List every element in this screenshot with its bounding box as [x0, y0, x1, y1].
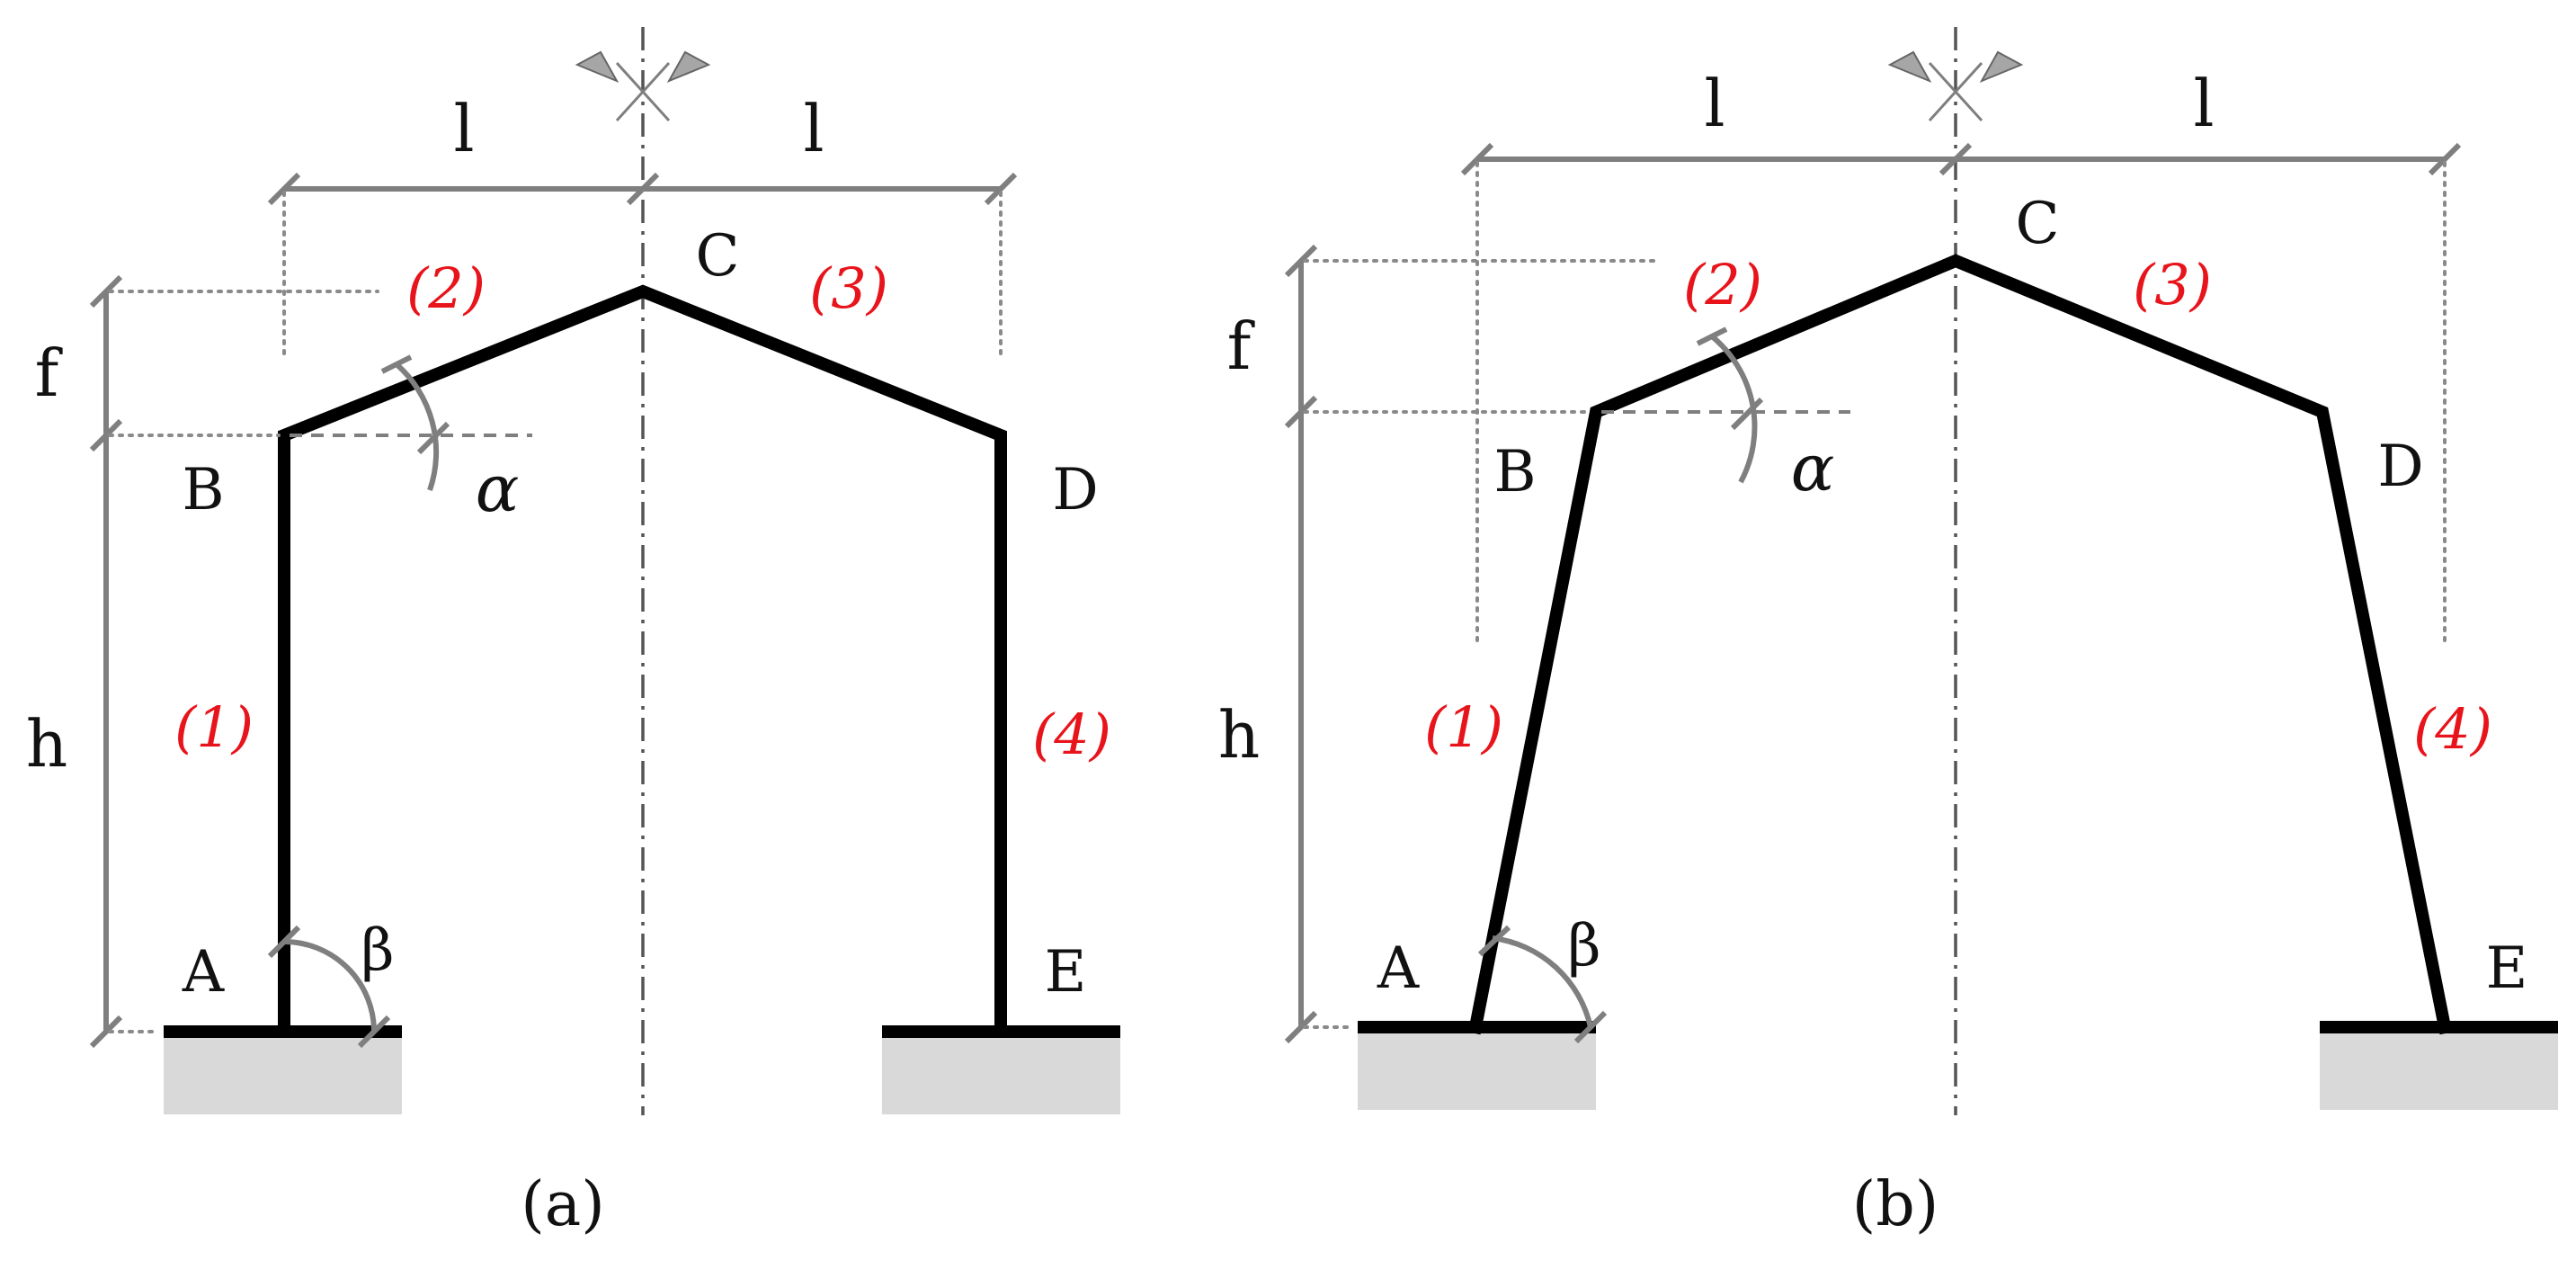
- label-h: h: [26, 706, 67, 782]
- member-1-label: (1): [1424, 694, 1503, 760]
- label-l-right: l: [2193, 66, 2214, 141]
- beta-arc: [1492, 935, 1593, 1028]
- node-d: D: [2377, 434, 2423, 500]
- panel-caption: (b): [1852, 1169, 1939, 1240]
- angle-alpha-label: α: [476, 451, 520, 526]
- node-a: A: [182, 939, 225, 1006]
- angle-beta-label: β: [361, 917, 395, 984]
- symmetry-icon: [1887, 50, 2024, 122]
- member-2-label: (2): [406, 255, 486, 321]
- support-right: [2320, 1027, 2558, 1110]
- panel-b: l l f h A B C D E (1) (2) (3) (4) α β (b…: [1218, 27, 2558, 1240]
- panel-a: l l f h A B C D E (1) (2) (3) (4) α β (a…: [26, 27, 1120, 1240]
- node-d: D: [1052, 457, 1098, 523]
- alpha-arc: [1710, 334, 1758, 484]
- support-right: [882, 1032, 1120, 1114]
- label-l-left: l: [453, 91, 474, 166]
- member-1-label: (1): [174, 694, 254, 760]
- node-a: A: [1377, 935, 1420, 1002]
- node-c: C: [696, 223, 740, 290]
- angle-alpha-label: α: [1791, 430, 1835, 505]
- member-4-label: (4): [2413, 696, 2492, 762]
- label-h: h: [1218, 697, 1260, 773]
- node-e: E: [1045, 939, 1087, 1006]
- frame-members: [278, 284, 1007, 1038]
- alpha-arc: [395, 362, 440, 491]
- symmetry-icon: [575, 50, 711, 122]
- node-c: C: [2016, 191, 2060, 257]
- node-e: E: [2486, 935, 2528, 1002]
- node-b: B: [182, 457, 224, 523]
- label-f: f: [1227, 309, 1255, 384]
- angle-beta-label: β: [1568, 913, 1601, 979]
- label-l-right: l: [803, 91, 824, 166]
- member-3-label: (3): [809, 255, 888, 321]
- member-4-label: (4): [1032, 702, 1111, 767]
- label-f: f: [35, 335, 63, 411]
- member-2-label: (2): [1683, 252, 1762, 317]
- beta-arc: [283, 939, 377, 1033]
- frame-members: [1467, 254, 2453, 1035]
- label-l-left: l: [1704, 66, 1725, 141]
- support-left: [1358, 1027, 1596, 1110]
- support-left: [164, 1032, 402, 1114]
- member-3-label: (3): [2133, 252, 2212, 317]
- panel-caption: (a): [521, 1169, 605, 1240]
- node-b: B: [1493, 439, 1536, 505]
